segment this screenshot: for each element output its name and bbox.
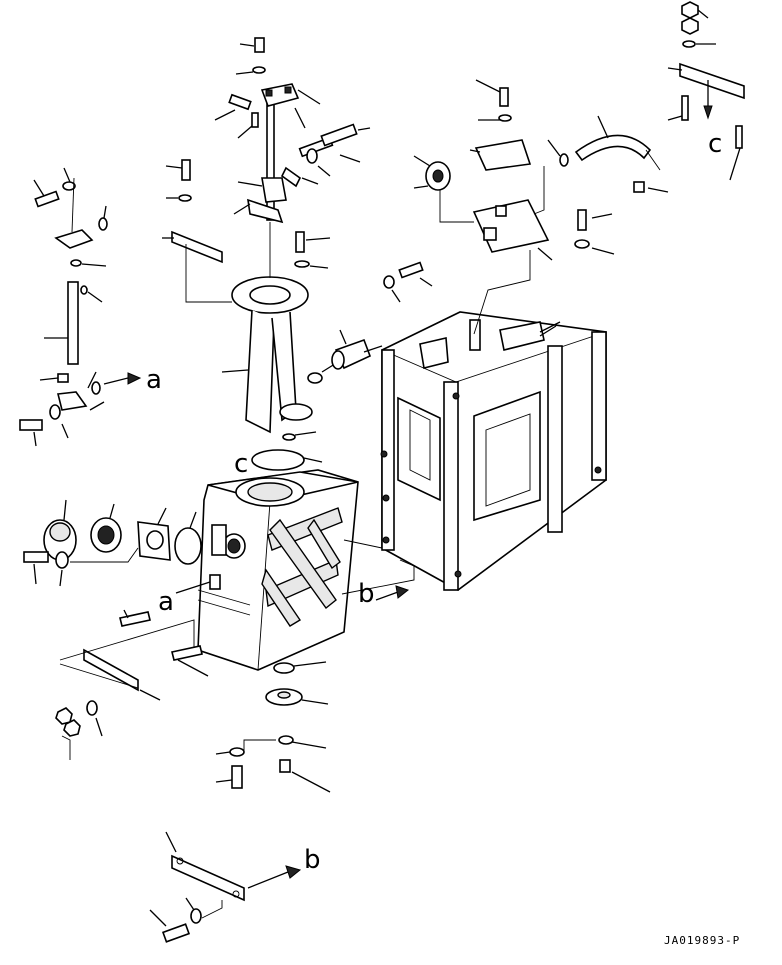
fuel-tank xyxy=(175,449,359,674)
view-label-a-left: a xyxy=(146,365,162,395)
view-label-c-top: c xyxy=(708,129,722,159)
view-label-a-tank: a xyxy=(158,587,174,617)
drawing-code: JA019893-P xyxy=(664,934,740,947)
drain-cover-parts xyxy=(215,688,331,793)
filler-cap-parts xyxy=(23,499,202,587)
view-label-b-frame: b xyxy=(358,579,375,609)
tank-strap-parts xyxy=(55,609,209,760)
view-label-c-gasket: c xyxy=(234,449,248,479)
arrow-b-frame xyxy=(375,585,410,601)
view-label-b-plate: b xyxy=(304,845,321,875)
detail-c-parts xyxy=(667,1,745,181)
mounting-plate-b xyxy=(149,831,302,943)
fuel-gauge-assembly xyxy=(162,37,371,441)
valve-bracket-parts xyxy=(331,79,669,370)
mounting-frame xyxy=(341,311,607,595)
left-drain-parts xyxy=(19,167,142,447)
